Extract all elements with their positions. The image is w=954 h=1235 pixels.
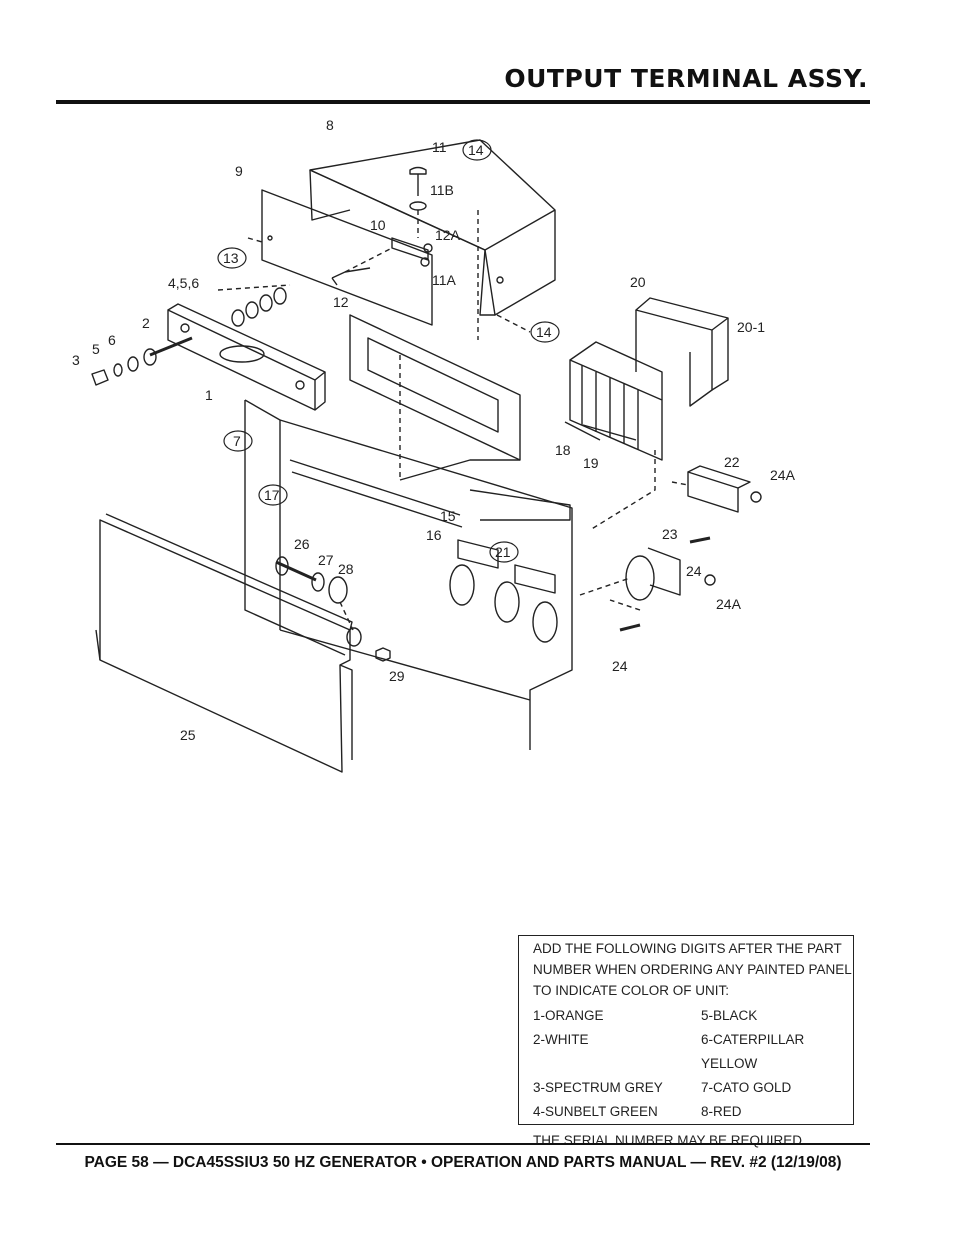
callout-label: 2 (142, 315, 150, 331)
callout-label: 16 (426, 527, 442, 543)
callout-label: 10 (370, 217, 386, 233)
callout-label: 21 (495, 544, 511, 560)
paint-color-note-box: ADD THE FOLLOWING DIGITS AFTER THE PART … (518, 935, 854, 1148)
color-code-item: 3-SPECTRUM GREY (533, 1080, 663, 1095)
callout-label: 4,5,6 (168, 275, 199, 291)
side-panel-part (261, 189, 433, 326)
callout-label: 27 (318, 552, 334, 568)
callout-label: 1 (205, 387, 213, 403)
callout-label: 19 (583, 455, 599, 471)
color-code-item: 7-CATO GOLD (701, 1080, 792, 1095)
color-code-item: 1-ORANGE (533, 1008, 604, 1023)
main-panel-part (244, 314, 573, 750)
callout-label: 6 (108, 332, 116, 348)
callout-label: 28 (338, 561, 354, 577)
terminal-board-part (167, 303, 326, 411)
callout-label: 25 (180, 727, 196, 743)
exploded-parts-diagram: 8 11 14 9 11B 10 12A 13 11A 4,5,6 12 14 … (72, 117, 796, 773)
page-footer: PAGE 58 — DCA45SSIU3 50 HZ GENERATOR • O… (84, 1154, 842, 1171)
callout-label: 13 (223, 250, 239, 266)
terminal-stud-part (217, 284, 291, 327)
callout-label: 17 (264, 487, 280, 503)
callout-label: 12 (333, 294, 349, 310)
color-code-item: 8-RED (701, 1104, 742, 1119)
outlet-cutouts (449, 539, 558, 643)
callout-label: 23 (662, 526, 678, 542)
callout-label: 11B (430, 182, 454, 198)
callout-label: 7 (233, 433, 241, 449)
color-code-item: 6-CATERPILLAR YELLOW (701, 1032, 805, 1071)
callout-label: 24 (612, 658, 628, 674)
callout-label: 12A (435, 227, 461, 243)
color-code-list: 1-ORANGE 5-BLACK 2-WHITE 6-CATERPILLAR Y… (533, 1004, 853, 1124)
breaker-cover-part (635, 297, 729, 407)
callout-label: 22 (724, 454, 740, 470)
callout-label: 8 (326, 117, 334, 133)
callout-label: 26 (294, 536, 310, 552)
callout-label: 5 (92, 341, 100, 357)
callout-label: 11A (432, 272, 457, 288)
color-code-item: 2-WHITE (533, 1032, 589, 1047)
callout-label: 11 (432, 139, 447, 155)
callout-label: 24A (716, 596, 742, 612)
callout-label: 18 (555, 442, 571, 458)
serial-number-note: THE SERIAL NUMBER MAY BE REQUIRED. (533, 1133, 806, 1148)
circuit-breakers-part (564, 341, 663, 531)
callout-label: 3 (72, 352, 80, 368)
callout-label: 24 (686, 563, 702, 579)
note-intro: ADD THE FOLLOWING DIGITS AFTER THE PART … (533, 941, 852, 998)
part-callout-labels: 8 11 14 9 11B 10 12A 13 11A 4,5,6 12 14 … (72, 117, 796, 743)
callout-label: 20-1 (737, 319, 765, 335)
callout-label: 20 (630, 274, 646, 290)
callout-label: 15 (440, 508, 456, 524)
twist-lock-receptacle-part (579, 536, 716, 632)
callout-label: 9 (235, 163, 243, 179)
page-title: OUTPUT TERMINAL ASSY. (504, 64, 868, 93)
callout-label: 29 (389, 668, 405, 684)
footer-rule (56, 1143, 870, 1145)
callout-label: 14 (536, 324, 552, 340)
color-code-item: 4-SUNBELT GREEN (533, 1104, 658, 1119)
header-rule (56, 100, 870, 104)
bracket-part (391, 237, 433, 267)
color-code-item: 5-BLACK (701, 1008, 758, 1023)
callout-label: 24A (770, 467, 796, 483)
receptacle-part (671, 465, 762, 513)
callout-label: 14 (468, 142, 484, 158)
front-door-part (95, 513, 353, 773)
